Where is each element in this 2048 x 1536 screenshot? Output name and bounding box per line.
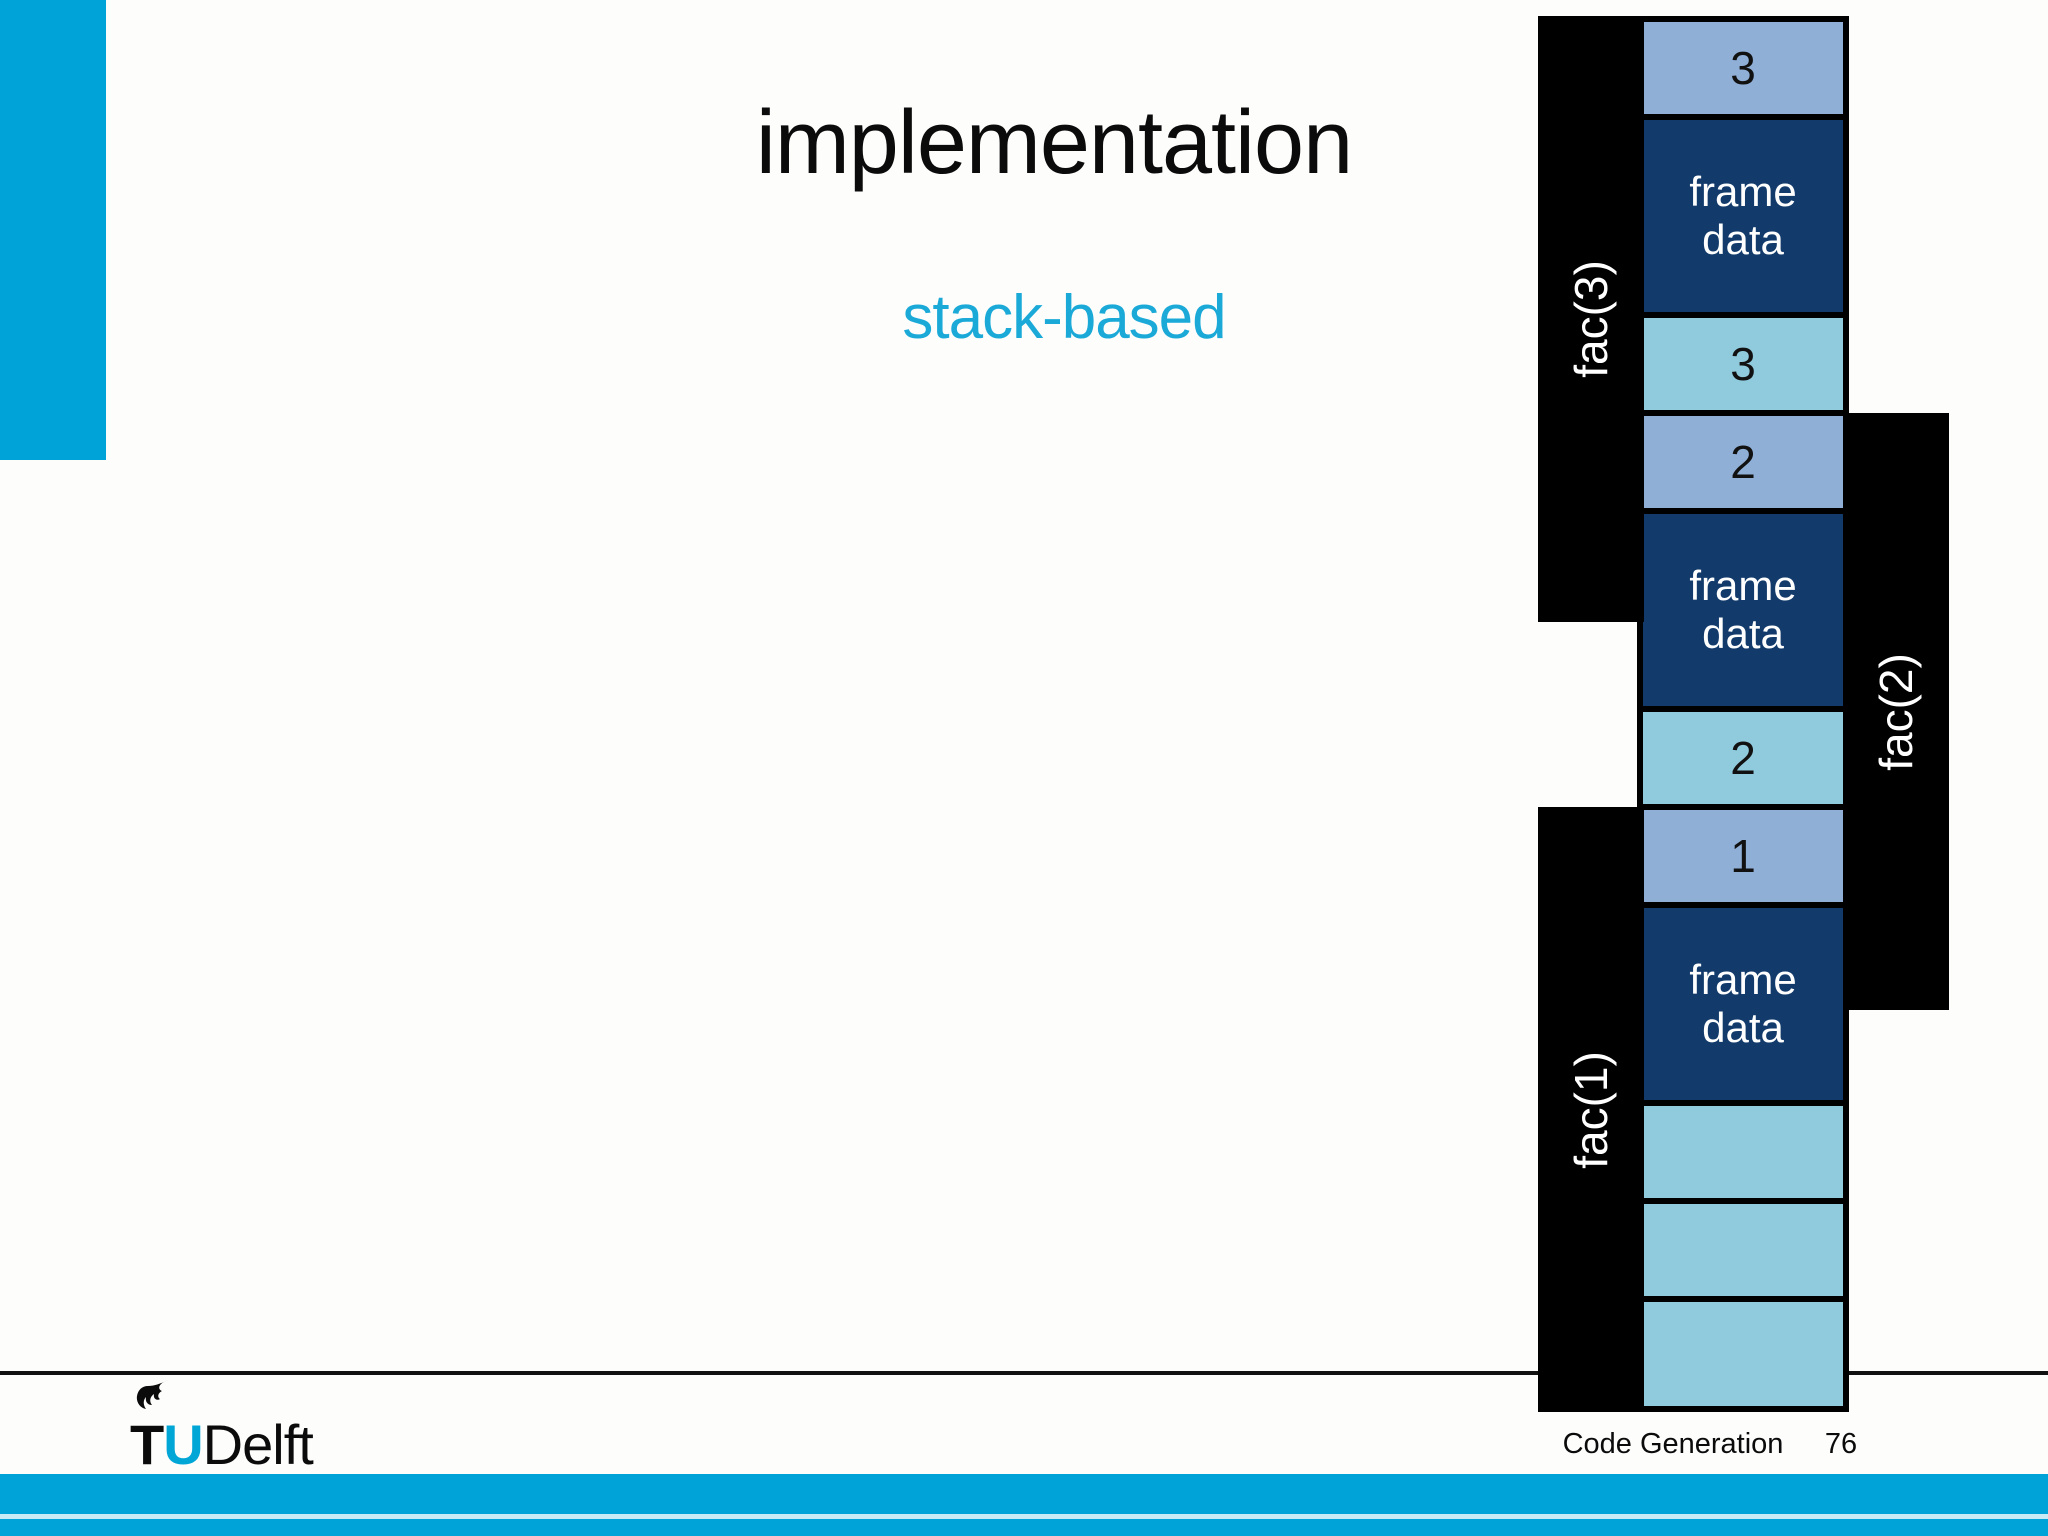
stack-cell-argument: 2: [1643, 416, 1843, 508]
frame-bar-fac3: fac(3): [1538, 16, 1644, 622]
frame-bar-fac1-label: fac(1): [1565, 1050, 1617, 1169]
stack-cell-frame-data: frame data: [1643, 908, 1843, 1100]
frame-data-text: frame data: [1689, 955, 1797, 1051]
logo-letter-t: T: [130, 1413, 164, 1476]
stack-cell-free: [1643, 1204, 1843, 1296]
stack-cells: 3 frame data 3 2 frame data 2 1 frame da…: [1637, 16, 1849, 1412]
accent-block: [0, 0, 106, 460]
frame-bar-fac2-label: fac(2): [1870, 652, 1922, 771]
logo-letter-u: U: [163, 1413, 203, 1476]
bottom-accent-bar: [0, 1474, 2048, 1536]
frame-bar-fac3-label: fac(3): [1565, 260, 1617, 378]
stack-cell-result: 3: [1643, 318, 1843, 410]
stack-cell-free: [1643, 1302, 1843, 1406]
stack-cell-argument: 3: [1643, 22, 1843, 114]
frame-data-text: frame data: [1689, 167, 1797, 263]
flame-icon: [136, 1380, 168, 1409]
bottom-accent-stripe: [0, 1514, 2048, 1519]
tu-delft-wordmark: TUDelft: [130, 1412, 314, 1477]
tu-delft-logo: TUDelft: [130, 1378, 390, 1476]
stack-cell-argument: 1: [1643, 810, 1843, 902]
footer-page-number: 76: [1824, 1428, 1858, 1460]
slide-subtitle: stack-based: [902, 283, 1226, 352]
frame-bar-fac1: fac(1): [1538, 807, 1644, 1412]
stack-cell-frame-data: frame data: [1643, 514, 1843, 706]
footer-divider: [0, 1371, 2048, 1375]
stack-cell-free: [1643, 1106, 1843, 1198]
frame-data-text: frame data: [1689, 561, 1797, 657]
frame-bar-fac2: fac(2): [1843, 413, 1949, 1010]
footer-course-label: Code Generation: [1562, 1428, 1784, 1460]
logo-delft: Delft: [202, 1413, 314, 1476]
stack-cell-result: 2: [1643, 712, 1843, 804]
stack-cell-frame-data: frame data: [1643, 120, 1843, 312]
slide-title: implementation: [755, 93, 1353, 193]
